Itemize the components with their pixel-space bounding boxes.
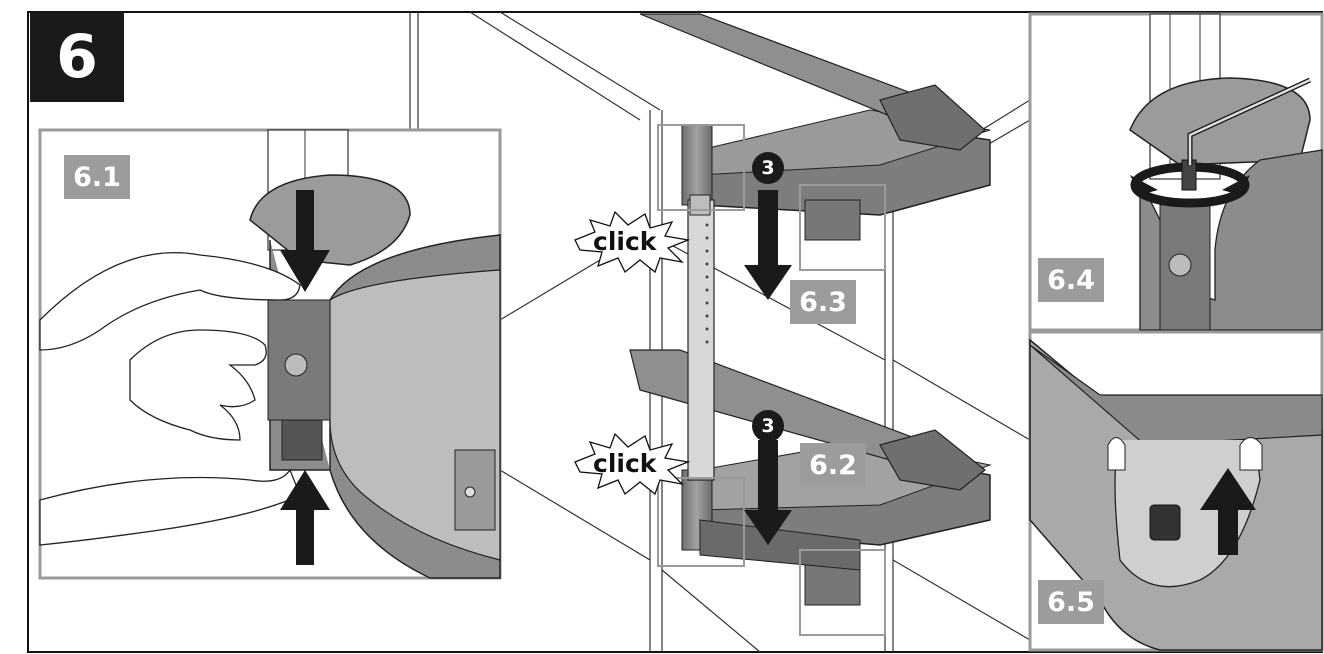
callout-number-lower: 3 (752, 410, 784, 442)
click-bursts (574, 210, 691, 496)
sub-step-label-6-4: 6.4 (1038, 258, 1104, 302)
panel-6-1-drawing (38, 128, 502, 580)
detail-boxes (657, 124, 886, 636)
direction-arrows-center (744, 190, 792, 545)
sub-step-label-6-5: 6.5 (1038, 580, 1104, 624)
vertical-rod (687, 194, 715, 481)
callout-number-upper: 3 (752, 152, 784, 184)
sub-step-label-6-1: 6.1 (64, 155, 130, 199)
step-number-badge: 6 (30, 12, 124, 102)
sub-step-label-6-3: 6.3 (790, 280, 856, 324)
click-label-lower: click (593, 449, 657, 478)
click-label-upper: click (593, 227, 657, 256)
sub-step-label-6-2: 6.2 (800, 443, 866, 487)
